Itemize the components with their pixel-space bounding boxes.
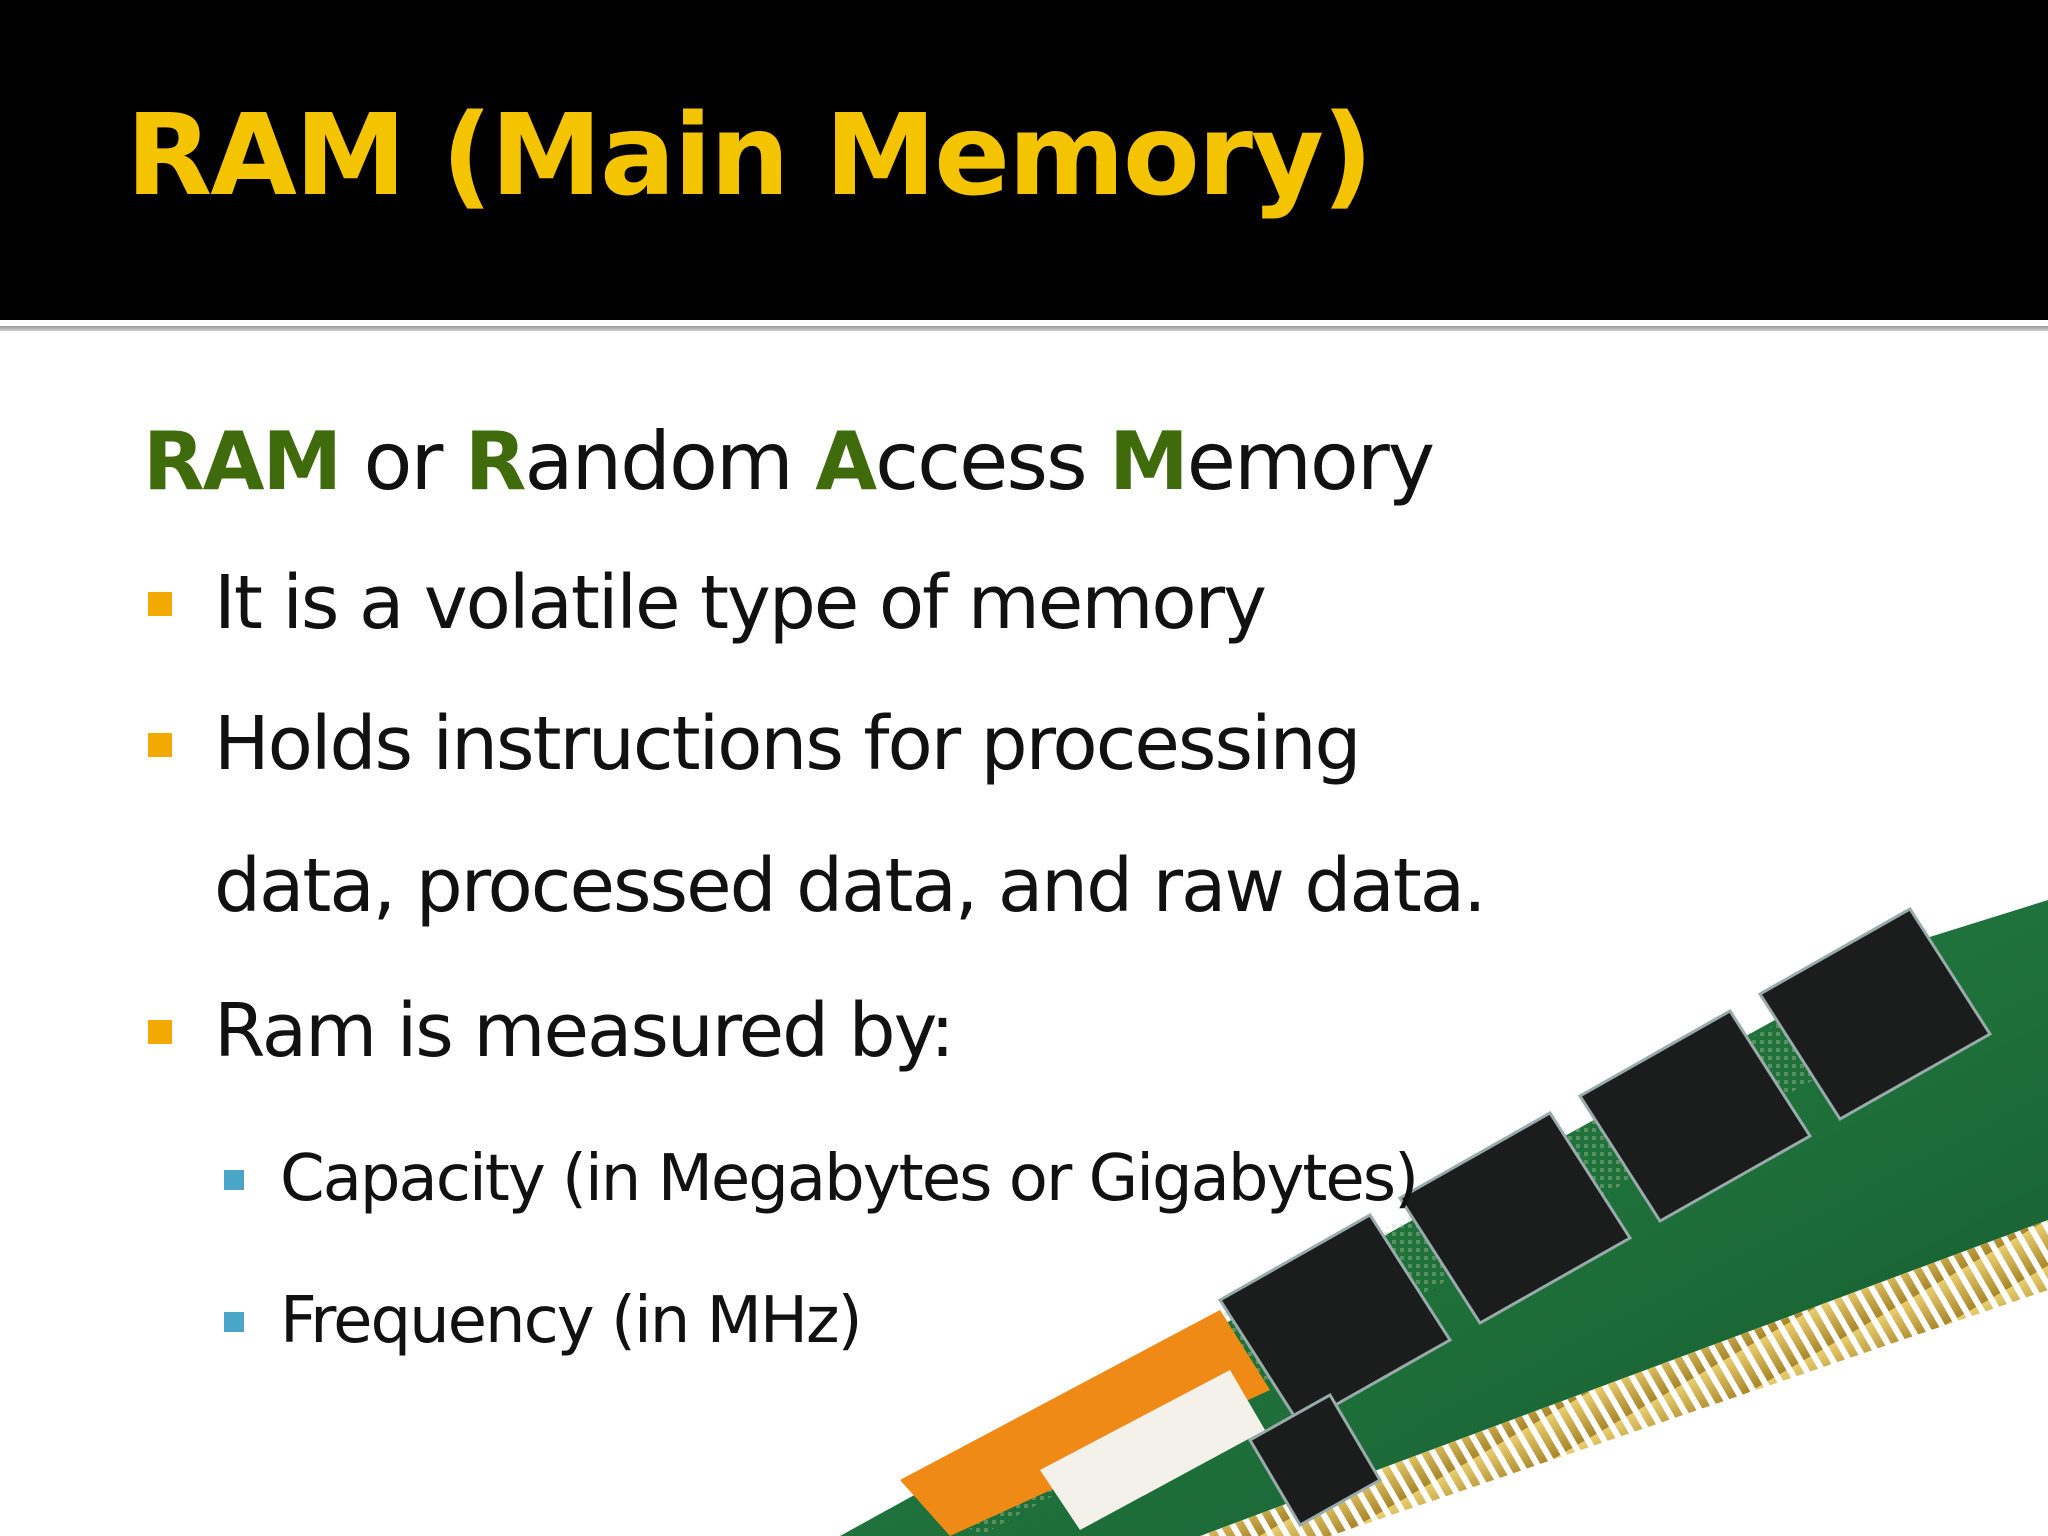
bullet-marker	[148, 592, 172, 616]
subtitle-accent-text: R	[464, 415, 527, 508]
bullet-item: Ram is measured by:	[214, 988, 955, 1074]
sub-bullet-marker	[224, 1312, 244, 1332]
bullet-item-continuation: data, processed data, and raw data.	[214, 843, 1487, 929]
bullet-marker	[148, 1020, 172, 1044]
bullet-item: It is a volatile type of memory	[214, 560, 1267, 646]
subtitle-accent-text: A	[815, 415, 877, 508]
subtitle-accent-text: RAM	[143, 415, 342, 508]
slide-subtitle: RAM or Random Access Memory	[143, 415, 1435, 508]
sub-bullet-marker	[224, 1170, 244, 1190]
bullet-item: Holds instructions for processing	[214, 701, 1361, 787]
title-divider	[0, 326, 2048, 331]
sub-bullet-item: Frequency (in MHz)	[280, 1284, 863, 1358]
title-bar: RAM (Main Memory)	[0, 0, 2048, 320]
slide-title: RAM (Main Memory)	[126, 91, 1373, 221]
subtitle-text: ccess	[875, 415, 1110, 508]
subtitle-text: andom	[524, 415, 816, 508]
subtitle-accent-text: M	[1109, 415, 1189, 508]
sub-bullet-item: Capacity (in Megabytes or Gigabytes)	[280, 1142, 1419, 1216]
bullet-marker	[148, 733, 172, 757]
subtitle-text: or	[340, 415, 465, 508]
subtitle-text: emory	[1186, 415, 1435, 508]
